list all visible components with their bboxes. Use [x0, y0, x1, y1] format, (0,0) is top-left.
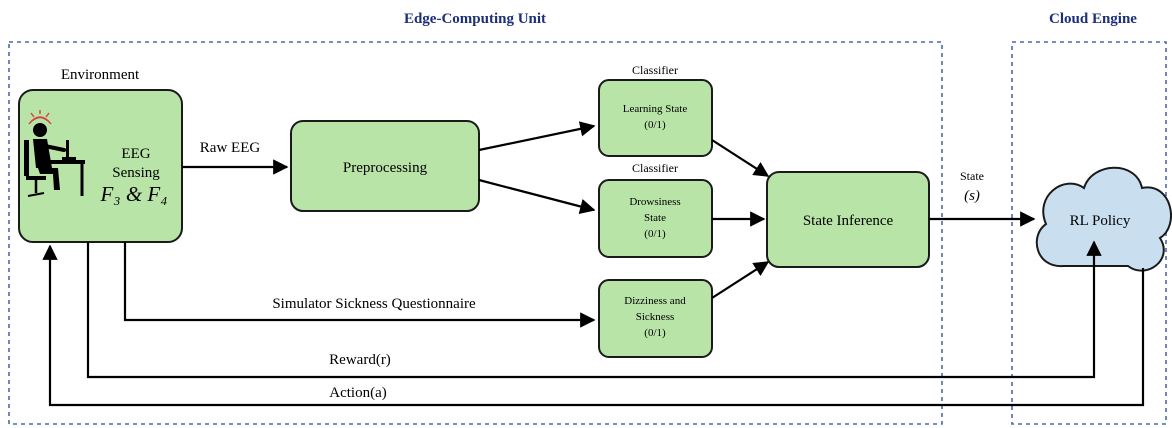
action-arrow [42, 244, 1145, 407]
action-label: Action(a) [329, 385, 386, 401]
cloud-engine-title: Cloud Engine [1049, 11, 1137, 27]
ssq-arrow [123, 242, 596, 328]
sickness-label: Sickness [636, 311, 675, 323]
sensing-label: Sensing [112, 165, 160, 181]
dizziness-label: Dizziness and [624, 295, 686, 307]
dizziness-value: (0/1) [644, 327, 666, 339]
state-label: State [960, 169, 984, 183]
classifier-label-drowsiness: Classifier [632, 161, 678, 175]
reward-label: Reward(r) [329, 352, 391, 368]
eeg-label: EEG [121, 146, 150, 162]
preprocessing-label: Preprocessing [343, 160, 428, 176]
edge-computing-region [8, 41, 943, 425]
drowsiness-value: (0/1) [644, 228, 666, 240]
learning-to-inference-arrow [711, 139, 770, 177]
channels-label: F₃ & F₄ [99, 182, 167, 206]
drowsiness-state-label: State [644, 212, 666, 224]
learning-state-box [598, 79, 713, 157]
ssq-label: Simulator Sickness Questionnaire [272, 296, 476, 312]
learning-state-label: Learning State [623, 103, 688, 115]
preproc-to-drowsiness-arrow [478, 178, 596, 214]
drowsiness-label: Drowsiness [629, 196, 680, 208]
dizziness-sickness-box [598, 279, 713, 358]
state-inference-label: State Inference [803, 213, 894, 229]
user-at-desk-icon [24, 110, 85, 197]
classifier-label-learning: Classifier [632, 63, 678, 77]
raw-eeg-label: Raw EEG [200, 140, 261, 156]
state-symbol: (s) [964, 188, 980, 204]
environment-label: Environment [61, 67, 140, 83]
dizziness-to-inference-arrow [711, 261, 770, 299]
reward-arrow [86, 240, 1102, 379]
rl-policy-cloud-icon [1035, 166, 1172, 272]
edge-computing-title: Edge-Computing Unit [404, 11, 546, 27]
preproc-to-learning-arrow [478, 121, 596, 152]
preprocessing-box [290, 120, 480, 212]
rl-policy-label: RL Policy [1070, 213, 1131, 229]
learning-state-value: (0/1) [644, 119, 666, 131]
